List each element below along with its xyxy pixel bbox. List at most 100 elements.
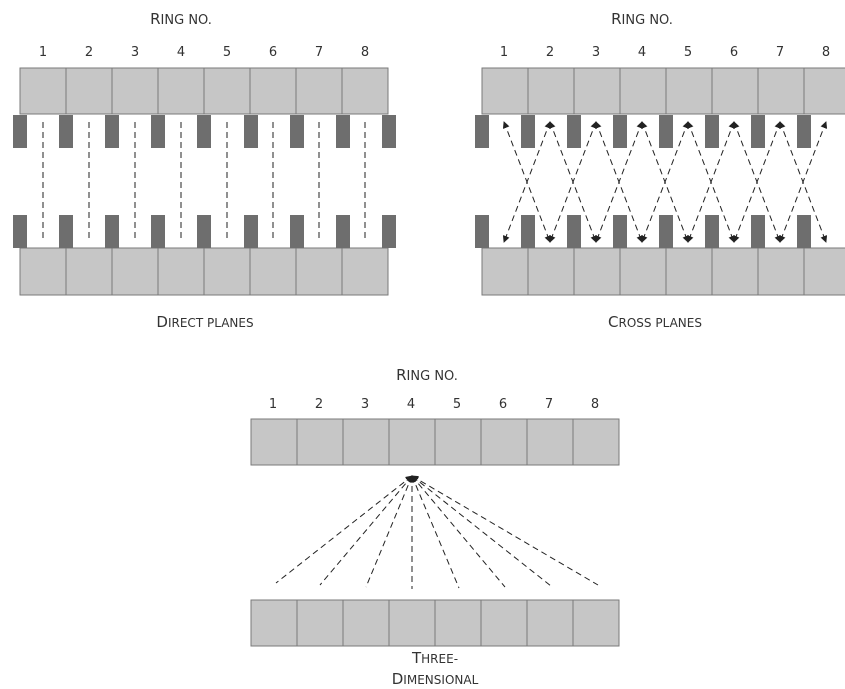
septum bbox=[105, 115, 119, 148]
ring-number: 8 bbox=[822, 45, 830, 60]
top-detector-row bbox=[19, 67, 389, 115]
septum bbox=[751, 115, 765, 148]
top-detector-row bbox=[481, 67, 845, 115]
detector-block bbox=[249, 67, 297, 115]
detector-block bbox=[65, 67, 113, 115]
top-detector-row bbox=[250, 418, 620, 466]
septum bbox=[151, 215, 165, 248]
septum bbox=[151, 115, 165, 148]
ring-number: 4 bbox=[177, 45, 185, 60]
ring-number: 8 bbox=[361, 45, 369, 60]
septum bbox=[290, 115, 304, 148]
detector-block bbox=[803, 247, 845, 296]
detector-block bbox=[573, 67, 621, 115]
ring-no-label: RING NO. bbox=[150, 10, 212, 28]
cross-plane-line bbox=[640, 121, 690, 243]
bottom-detector-row bbox=[250, 599, 620, 647]
detector-block bbox=[757, 67, 805, 115]
oblique-plane-line bbox=[411, 475, 599, 586]
detector-block bbox=[388, 599, 436, 647]
oblique-plane-line bbox=[411, 475, 460, 589]
septum bbox=[59, 215, 73, 248]
septum bbox=[567, 215, 581, 248]
septum bbox=[659, 115, 673, 148]
ring-number: 3 bbox=[131, 45, 139, 60]
detector-block bbox=[573, 247, 621, 296]
detector-block bbox=[757, 247, 805, 296]
cross-plane-line bbox=[732, 121, 782, 243]
detector-block bbox=[111, 67, 159, 115]
detector-block bbox=[249, 247, 297, 296]
oblique-plane-line bbox=[365, 475, 413, 588]
detector-block bbox=[19, 247, 67, 296]
detector-block bbox=[480, 418, 528, 466]
septum bbox=[613, 115, 627, 148]
cross-plane-line bbox=[778, 121, 828, 243]
ring-number: 6 bbox=[730, 45, 738, 60]
detector-block bbox=[481, 67, 529, 115]
septum bbox=[613, 215, 627, 248]
ring-number: 7 bbox=[776, 45, 784, 60]
detector-block bbox=[526, 599, 574, 647]
septum bbox=[382, 115, 396, 148]
cross-plane-lines bbox=[502, 121, 828, 243]
detector-block bbox=[803, 67, 845, 115]
septum bbox=[290, 215, 304, 248]
detector-block bbox=[295, 247, 343, 296]
caption-three-line-1: THREE- bbox=[411, 649, 458, 667]
ring-no-label: RING NO. bbox=[611, 10, 673, 28]
septa-row bbox=[13, 115, 396, 248]
ring-number: 5 bbox=[684, 45, 692, 60]
detector-block bbox=[157, 247, 205, 296]
ring-number: 4 bbox=[407, 397, 415, 412]
septum bbox=[336, 115, 350, 148]
ring-number: 5 bbox=[223, 45, 231, 60]
oblique-plane-line bbox=[411, 475, 506, 588]
septum bbox=[475, 215, 489, 248]
septum bbox=[659, 215, 673, 248]
detector-block bbox=[341, 67, 389, 115]
septum bbox=[13, 215, 27, 248]
septum bbox=[244, 215, 258, 248]
septum bbox=[336, 215, 350, 248]
detector-block bbox=[203, 247, 251, 296]
detector-block bbox=[527, 67, 575, 115]
caption-three-line-2: DIMENSIONAL bbox=[392, 670, 479, 688]
detector-block bbox=[481, 247, 529, 296]
ring-number: 3 bbox=[361, 397, 369, 412]
detector-block bbox=[711, 67, 759, 115]
detector-block bbox=[665, 67, 713, 115]
detector-block bbox=[157, 67, 205, 115]
ring-number: 3 bbox=[592, 45, 600, 60]
septum bbox=[567, 115, 581, 148]
detector-block bbox=[341, 247, 389, 296]
detector-block bbox=[342, 599, 390, 647]
septum bbox=[105, 215, 119, 248]
septum bbox=[797, 115, 811, 148]
cross-plane-line bbox=[548, 121, 598, 243]
detector-block bbox=[619, 67, 667, 115]
detector-block bbox=[526, 418, 574, 466]
septum bbox=[751, 215, 765, 248]
ring-number: 2 bbox=[546, 45, 554, 60]
septum bbox=[197, 115, 211, 148]
ring-number: 6 bbox=[269, 45, 277, 60]
oblique-plane-line bbox=[411, 475, 552, 587]
cross-plane-line bbox=[502, 121, 552, 243]
detector-block bbox=[19, 67, 67, 115]
ring-no-label: RING NO. bbox=[396, 366, 458, 384]
oblique-plane-line bbox=[275, 475, 413, 584]
caption-direct-planes: DIRECT PLANES bbox=[156, 313, 253, 331]
septum bbox=[244, 115, 258, 148]
detector-block bbox=[434, 599, 482, 647]
detector-block bbox=[250, 599, 298, 647]
three-dimensional-lines bbox=[275, 475, 599, 589]
detector-block bbox=[295, 67, 343, 115]
detector-block bbox=[434, 418, 482, 466]
cross-plane-line bbox=[594, 121, 644, 243]
ring-number: 4 bbox=[638, 45, 646, 60]
